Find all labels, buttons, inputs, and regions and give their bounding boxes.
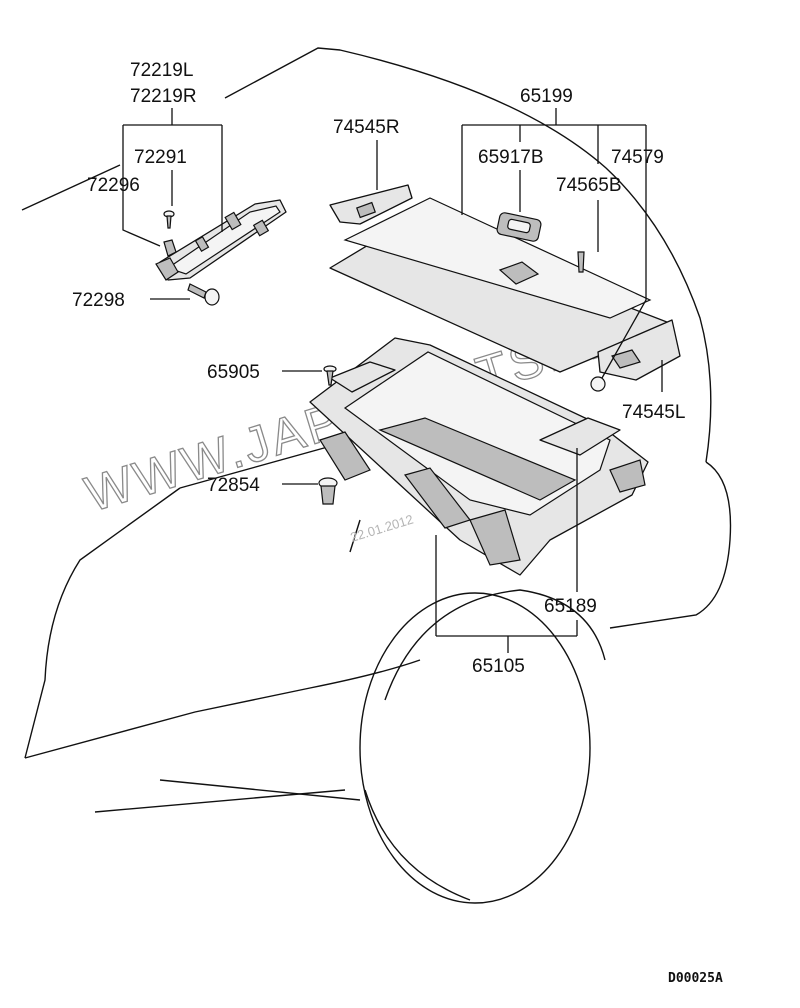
tray-screw-part (323, 365, 337, 386)
label-72854: 72854 (207, 475, 260, 496)
label-65905: 65905 (207, 362, 260, 383)
vehicle-body-outline (21, 47, 732, 904)
bolt-part (187, 283, 220, 306)
tray-clip-part (318, 477, 338, 505)
label-65199: 65199 (520, 86, 573, 107)
label-65105: 65105 (472, 656, 525, 677)
side-rail-part (155, 199, 287, 281)
label-72219L: 72219L (130, 60, 193, 81)
screw-part (163, 210, 175, 229)
clip-part (163, 239, 177, 257)
label-74565B: 74565B (556, 175, 622, 196)
storage-tray-part (309, 337, 649, 576)
label-72296: 72296 (87, 175, 140, 196)
wheel-outline (359, 592, 591, 904)
leader-lines (122, 108, 663, 653)
label-74545R: 74545R (333, 117, 400, 138)
date-stamp: 22.01.2012 (348, 511, 415, 544)
label-74579: 74579 (611, 147, 664, 168)
diagram-code: D00025A (668, 971, 723, 986)
label-65917B: 65917B (478, 147, 544, 168)
label-72219R: 72219R (130, 86, 197, 107)
label-72298: 72298 (72, 290, 125, 311)
cover-board-part (329, 184, 681, 392)
label-74545L: 74545L (622, 402, 685, 423)
label-65189: 65189 (544, 596, 597, 617)
label-72291: 72291 (134, 147, 187, 168)
